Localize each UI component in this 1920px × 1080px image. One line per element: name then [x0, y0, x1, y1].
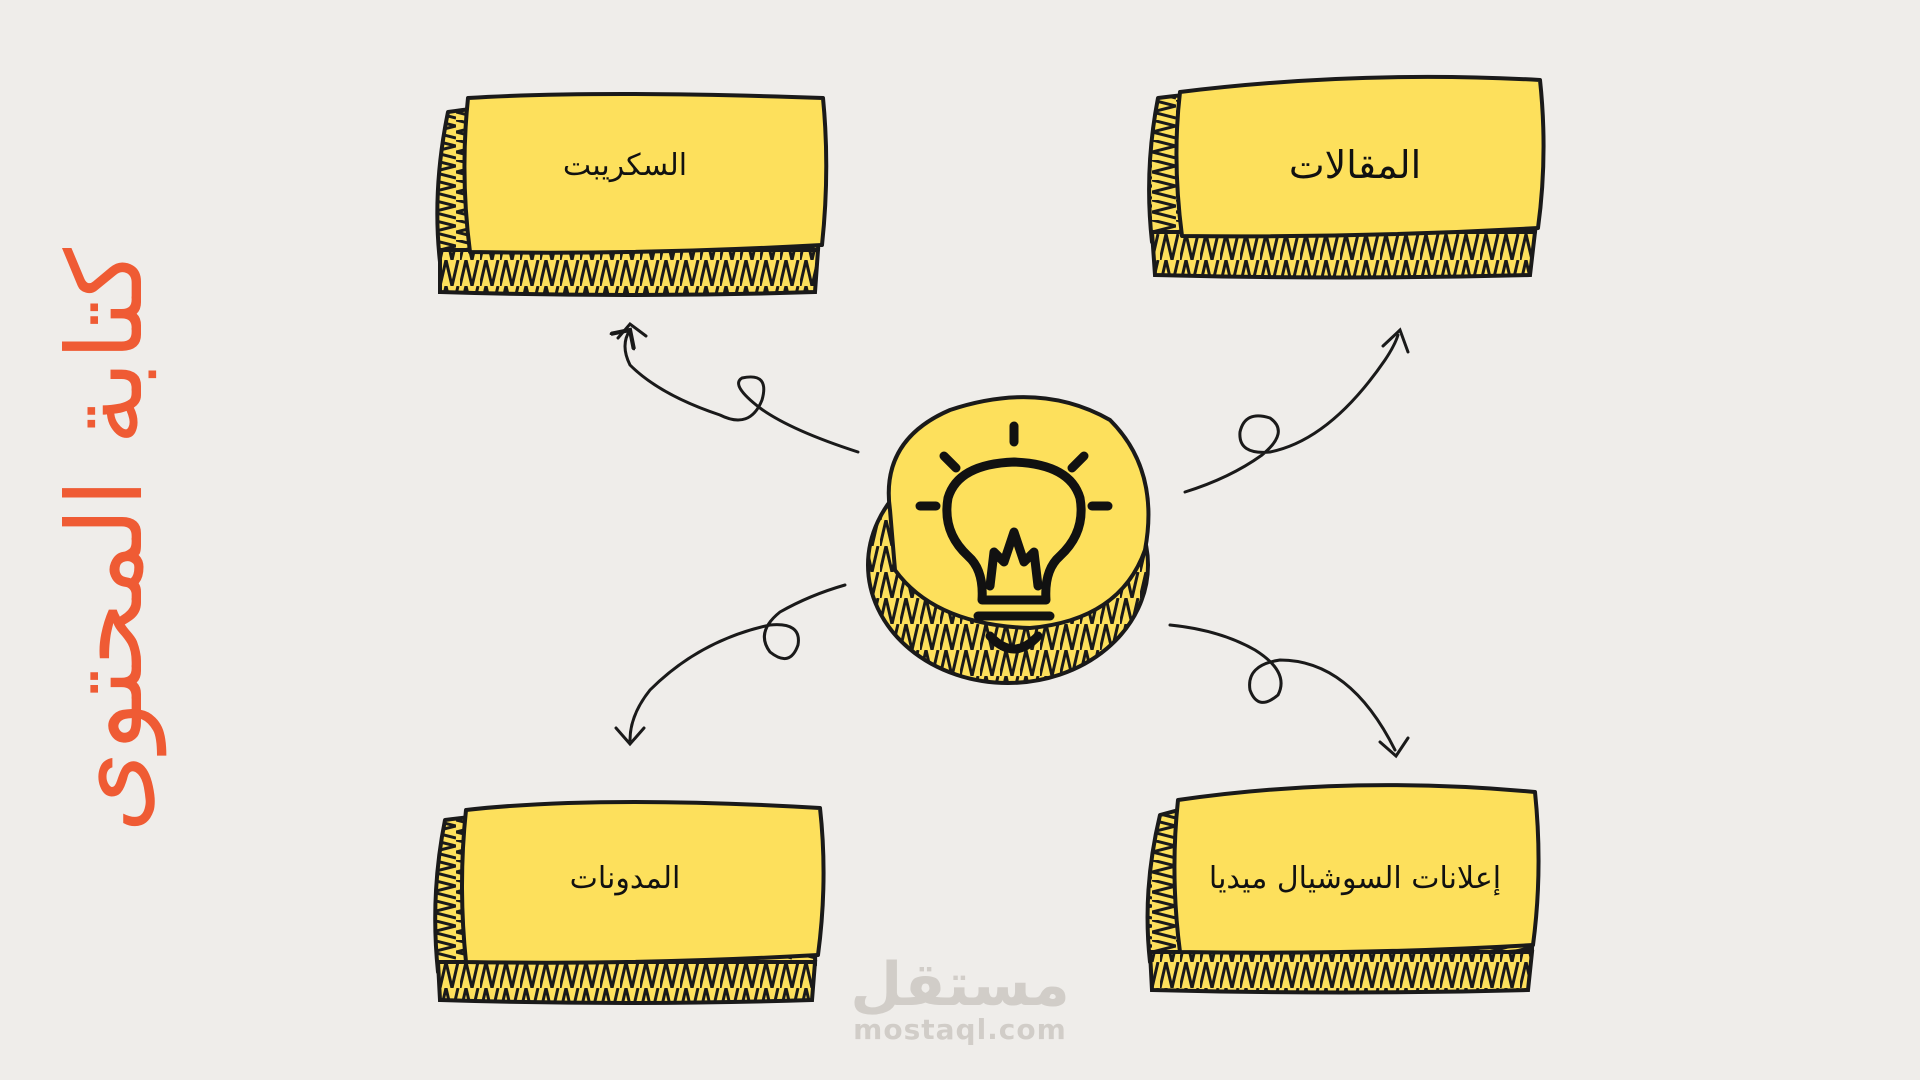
watermark: مستقل mostaql.com [840, 955, 1080, 1055]
node-label-script: السكريبت [562, 147, 688, 183]
watermark-logo-text: مستقل [850, 950, 1070, 1020]
connector-articles [1183, 327, 1410, 494]
node-label-social-ads: إعلانات السوشيال ميديا [1208, 860, 1502, 896]
center-bulb-coin [866, 395, 1151, 685]
page-title: كتابة المحتوى [40, 175, 170, 905]
card-articles [1147, 74, 1546, 280]
connector-blogs [614, 583, 847, 747]
card-blogs [433, 799, 826, 1005]
page-title-text: كتابة المحتوى [44, 247, 166, 833]
node-label-blogs: المدونات [569, 860, 681, 896]
node-label-articles: المقالات [1288, 143, 1422, 187]
watermark-url: mostaql.com [853, 1013, 1067, 1046]
connector-script [618, 321, 860, 454]
connector-social-ads [1168, 623, 1410, 759]
card-social-ads [1145, 783, 1541, 995]
card-script [435, 92, 829, 297]
lightbulb-icon [915, 421, 1113, 654]
